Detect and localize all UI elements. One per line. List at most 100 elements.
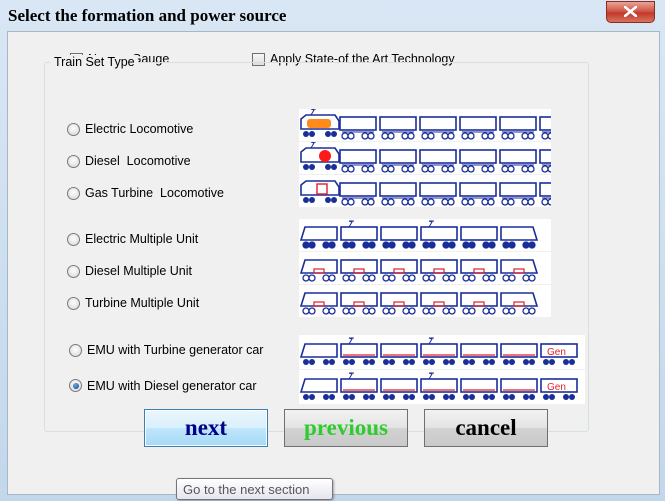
train-car: [460, 226, 498, 241]
wheel: [302, 307, 310, 315]
wheel: [527, 132, 535, 140]
window-title: Select the formation and power source: [8, 6, 287, 25]
wheel: [422, 307, 430, 315]
wheel: [341, 165, 349, 173]
wheel: [368, 241, 376, 249]
close-button[interactable]: [606, 1, 655, 23]
wheel: [409, 359, 415, 365]
wheel: [309, 359, 315, 365]
wheel: [463, 359, 469, 365]
train-car: [420, 343, 458, 358]
wheel: [503, 394, 509, 400]
wheel: [341, 132, 349, 140]
radio-turbine-multiple-unit[interactable]: [67, 297, 80, 310]
wheel: [449, 394, 455, 400]
radio-diesel-locomotive[interactable]: [67, 155, 80, 168]
wheel: [489, 394, 495, 400]
train-car: [460, 292, 498, 307]
wheel: [468, 307, 476, 315]
cab-car: [299, 259, 338, 274]
wheel: [303, 359, 309, 365]
wheel: [328, 241, 336, 249]
previous-button[interactable]: previous: [284, 409, 408, 447]
radio-gas-turbine-locomotive[interactable]: [67, 187, 80, 200]
wheel: [547, 132, 551, 140]
wheel: [529, 394, 535, 400]
pantograph: [348, 337, 354, 345]
wheel: [541, 165, 549, 173]
wheel: [429, 359, 435, 365]
wheel: [323, 394, 329, 400]
engine-detail: [513, 268, 525, 274]
emu-diesel-generator-train-image: Gen: [299, 370, 585, 404]
wheel: [467, 198, 475, 206]
train-car: [380, 292, 418, 307]
wheel: [348, 274, 356, 282]
wheel: [428, 241, 436, 249]
wheel: [408, 274, 416, 282]
wheel: [323, 359, 329, 365]
electric-locomotive-label: Electric Locomotive: [85, 122, 194, 136]
train-car: [460, 378, 498, 393]
wheel: [467, 165, 475, 173]
radio-emu-diesel-generator[interactable]: [69, 379, 82, 392]
locomotive-engine: [316, 183, 328, 195]
wheel: [302, 241, 310, 249]
wheel: [309, 164, 315, 170]
wheel: [347, 165, 355, 173]
wheel: [367, 165, 375, 173]
train-car: [339, 182, 377, 197]
wheel: [447, 198, 455, 206]
wheel: [331, 197, 337, 203]
engine-detail: [393, 268, 405, 274]
wheel: [563, 394, 569, 400]
wheel: [421, 132, 429, 140]
engine-detail: [393, 301, 405, 307]
wheel: [403, 394, 409, 400]
wheel: [543, 359, 549, 365]
wheel: [422, 274, 430, 282]
wheel: [388, 241, 396, 249]
pantograph: [428, 372, 434, 380]
generator-car-label: Gen: [547, 347, 566, 358]
wheel: [428, 307, 436, 315]
electric-multiple-unit-label: Electric Multiple Unit: [85, 232, 199, 246]
wheel: [502, 307, 510, 315]
wheel: [361, 132, 369, 140]
wheel: [528, 307, 536, 315]
wheel: [508, 274, 516, 282]
wheel: [443, 359, 449, 365]
previous-button-label: previous: [304, 415, 388, 440]
train-car: [339, 116, 377, 131]
wheel: [348, 241, 356, 249]
wheel: [468, 241, 476, 249]
train-car: [459, 182, 497, 197]
wheel: [381, 198, 389, 206]
wheel: [407, 165, 415, 173]
wheel: [489, 359, 495, 365]
wheel: [363, 394, 369, 400]
wheel: [461, 198, 469, 206]
radio-electric-multiple-unit[interactable]: [67, 233, 80, 246]
train-car: [459, 116, 497, 131]
wheel: [389, 359, 395, 365]
cab-car: [500, 259, 539, 274]
next-button[interactable]: next: [144, 409, 268, 447]
tmu-train-image: [299, 285, 551, 317]
wheel: [382, 241, 390, 249]
radio-electric-locomotive[interactable]: [67, 123, 80, 136]
wheel: [331, 164, 337, 170]
wheel: [387, 165, 395, 173]
wheel: [501, 198, 509, 206]
dmu-train-image: [299, 252, 551, 284]
wheel: [482, 274, 490, 282]
radio-emu-turbine-generator[interactable]: [69, 344, 82, 357]
generator-car-label: Gen: [547, 382, 566, 393]
locomotive-body: [300, 114, 340, 130]
wheel: [347, 198, 355, 206]
cancel-button[interactable]: cancel: [424, 409, 548, 447]
radio-diesel-multiple-unit[interactable]: [67, 265, 80, 278]
emu-train-image: [299, 219, 551, 251]
wheel: [448, 274, 456, 282]
locomotive-engine: [307, 119, 331, 128]
